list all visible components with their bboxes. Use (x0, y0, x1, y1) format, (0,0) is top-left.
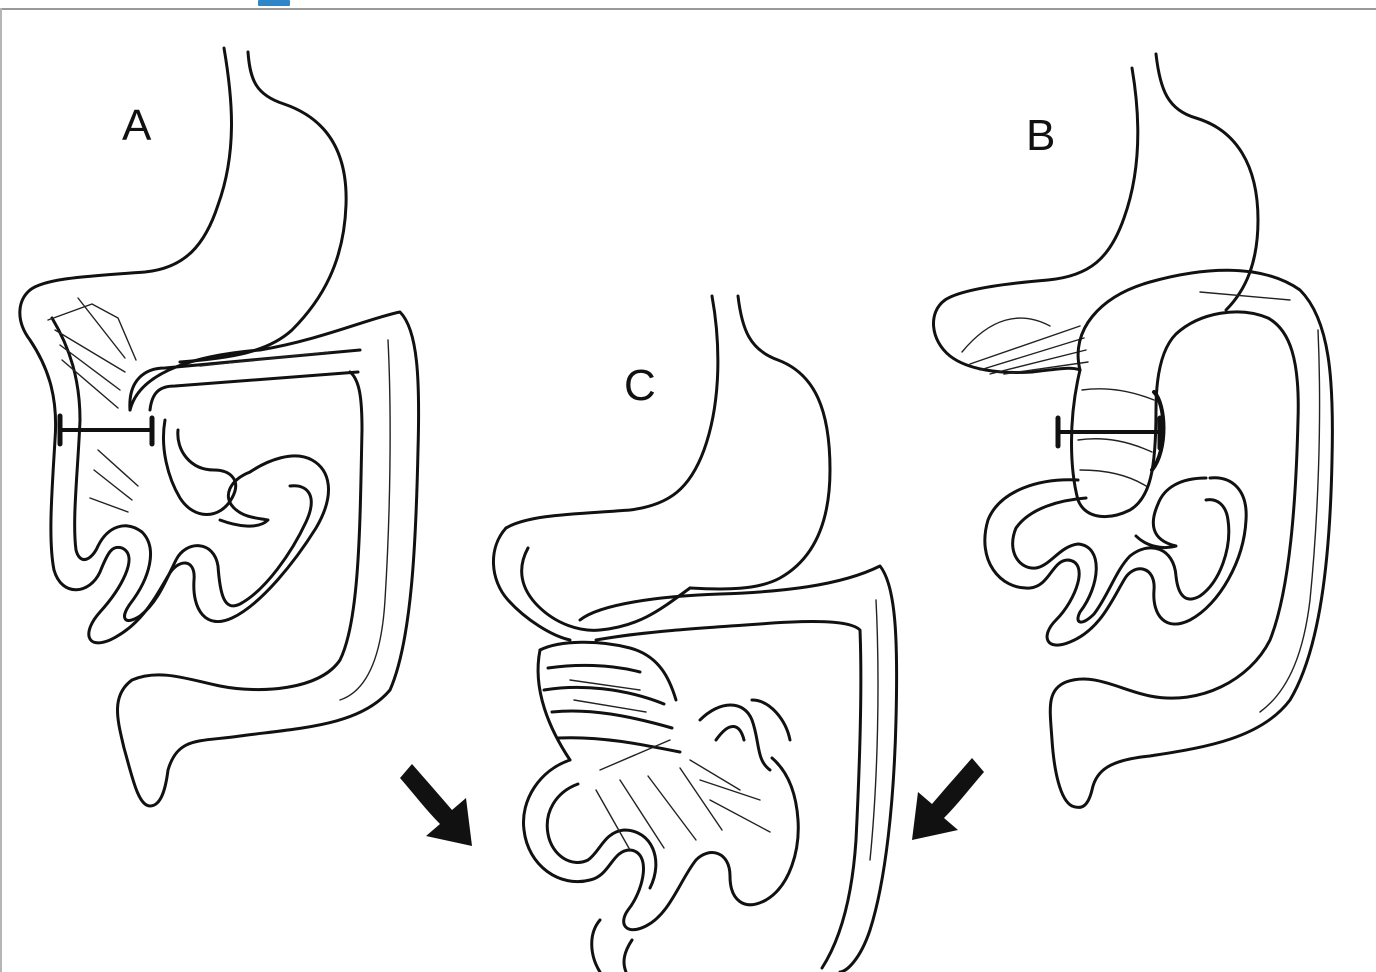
figure-link-marker[interactable] (258, 0, 290, 6)
panel-c-small-bowel (522, 698, 800, 932)
panel-b: B (932, 52, 1334, 809)
arrow-a-to-c (400, 764, 472, 846)
panel-c-label: C (624, 361, 656, 410)
figure-frame-top (0, 8, 1376, 10)
panel-c-colon (578, 564, 899, 972)
panel-a-mesentery (47, 297, 139, 513)
panel-a-colon (116, 310, 421, 808)
panel-a: A (18, 46, 421, 808)
panel-a-clamp (57, 413, 155, 447)
figure-frame-left (0, 8, 2, 972)
panel-c-duodenum (492, 526, 692, 642)
panel-c: C (492, 294, 899, 972)
panel-c-stomach (504, 294, 832, 591)
panel-b-stomach (943, 52, 1260, 312)
panel-b-small-bowel (932, 298, 1248, 647)
panel-b-label: B (1026, 111, 1055, 160)
arrow-b-to-c (912, 758, 984, 840)
panel-a-small-bowel (18, 288, 362, 645)
panel-c-volvulus (536, 640, 682, 762)
panel-a-label: A (122, 101, 152, 150)
panel-b-colon (1048, 268, 1334, 809)
panel-b-mesentery (961, 317, 1089, 375)
panel-b-clamp (1055, 415, 1163, 451)
panel-a-stomach (28, 46, 348, 364)
